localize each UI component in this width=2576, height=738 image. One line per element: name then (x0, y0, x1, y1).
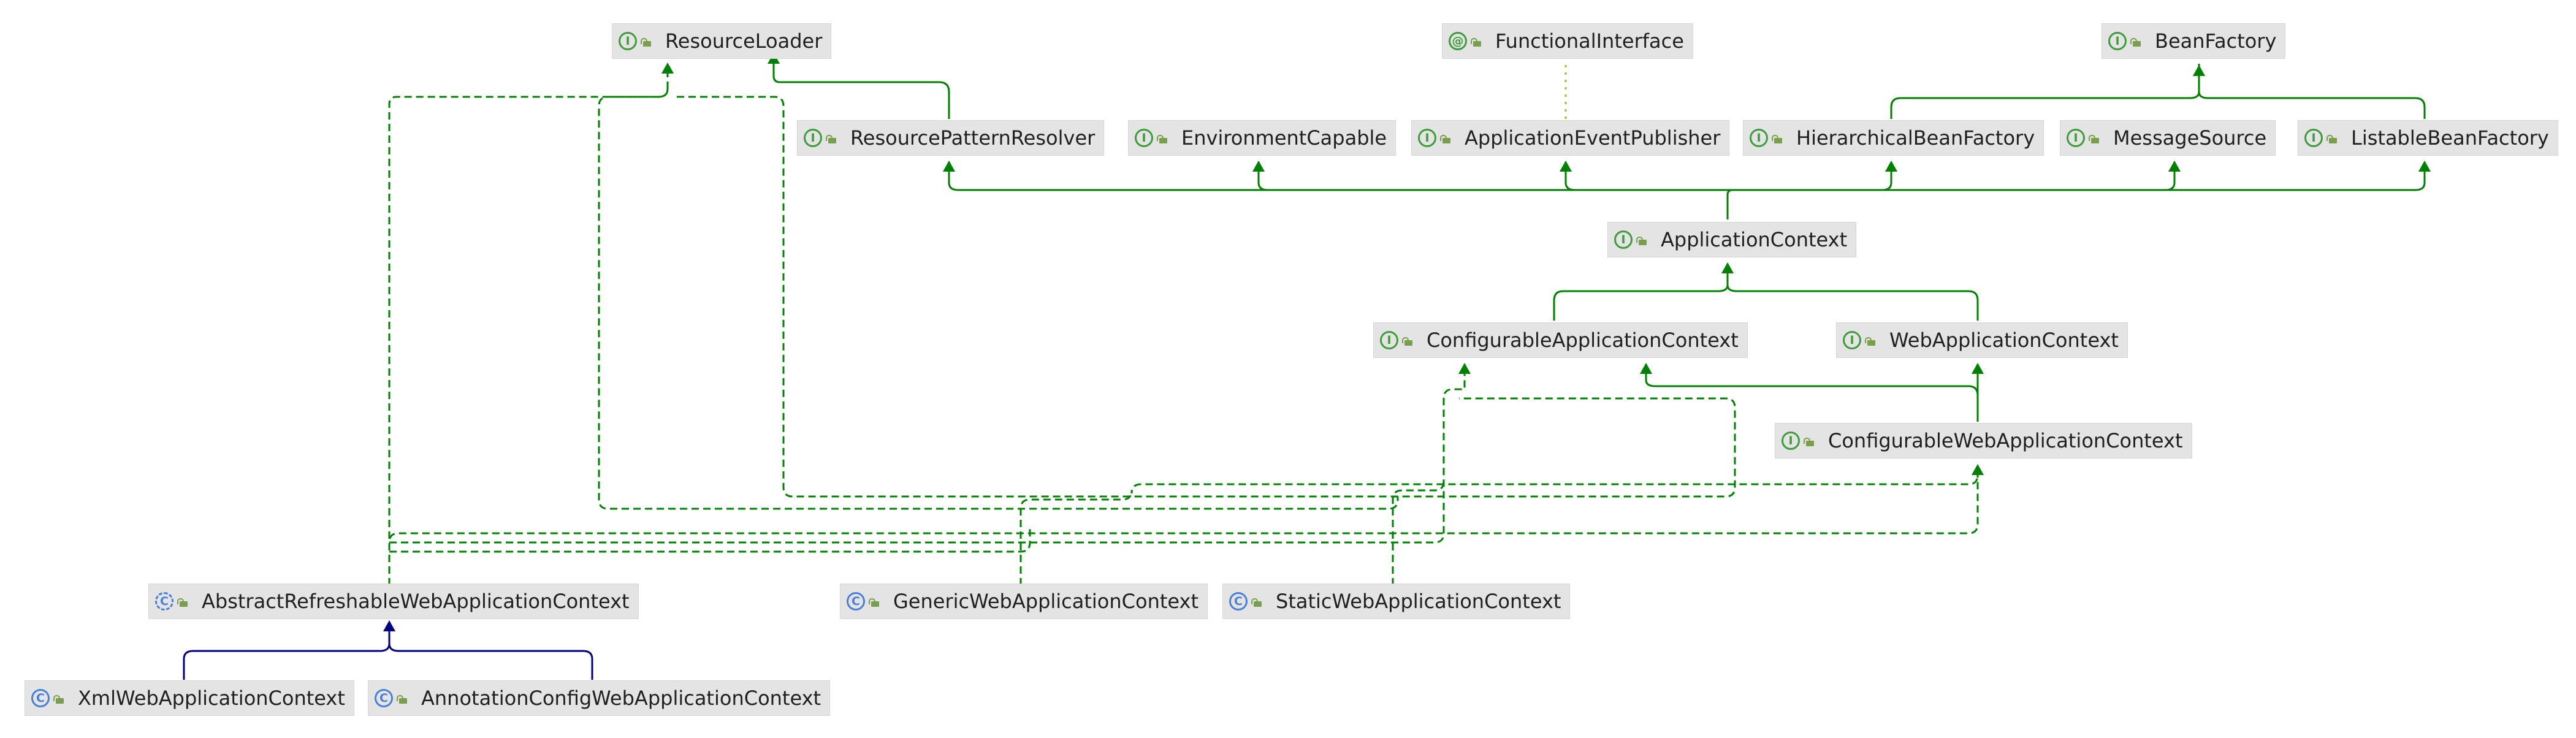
edge-generic-to-cwac (1019, 474, 1979, 585)
node-xml-web-application-context[interactable]: C XmlWebApplicationContext (25, 680, 354, 716)
node-application-event-publisher[interactable]: I ApplicationEventPublisher (1411, 120, 1730, 156)
node-listable-bean-factory[interactable]: I ListableBeanFactory (2298, 120, 2558, 156)
public-access-icon (2089, 133, 2100, 143)
node-label: BeanFactory (2155, 29, 2277, 53)
edge-ac-to-hbf (1728, 162, 1892, 191)
edge-cwac-to-cac (1645, 364, 1979, 398)
interface-icon: I (1843, 331, 1861, 349)
node-hierarchical-bean-factory[interactable]: I HierarchicalBeanFactory (1743, 120, 2044, 156)
interface-icon: I (1750, 129, 1768, 147)
public-access-icon (177, 596, 188, 607)
interface-icon: I (1781, 432, 1800, 450)
interface-icon: I (1418, 129, 1436, 147)
node-label: XmlWebApplicationContext (78, 687, 345, 710)
edge-hbf-to-bean-factory (1890, 64, 2200, 119)
node-bean-factory[interactable]: I BeanFactory (2102, 23, 2286, 59)
node-label: FunctionalInterface (1495, 29, 1684, 53)
node-label: GenericWebApplicationContext (893, 590, 1199, 613)
node-resource-pattern-resolver[interactable]: I ResourcePatternResolver (797, 120, 1105, 156)
node-label: ApplicationEventPublisher (1465, 126, 1721, 150)
node-abstract-refreshable-web-application-context[interactable]: C AbstractRefreshableWebApplicationConte… (148, 584, 639, 619)
edge-cac-to-ac (1553, 264, 1729, 321)
edge-rpr-to-resource-loader (772, 64, 950, 119)
edge-arwac-to-cwac (388, 475, 1979, 585)
node-generic-web-application-context[interactable]: C GenericWebApplicationContext (840, 584, 1208, 619)
edge-annotation-config-to-arwac (388, 643, 593, 680)
edge-static-to-cac-2 (389, 374, 1466, 544)
edge-loop-right (677, 96, 1736, 498)
interface-icon: I (804, 129, 822, 147)
annotation-icon: @ (1449, 32, 1467, 50)
edge-ac-to-env (1257, 162, 1728, 191)
edge-ac-to-lbf (1728, 162, 2426, 191)
node-web-application-context[interactable]: I WebApplicationContext (1836, 322, 2128, 358)
node-label: EnvironmentCapable (1181, 126, 1387, 150)
public-access-icon (53, 693, 64, 704)
public-access-icon (1772, 133, 1783, 143)
edge-ac-to-rpr (948, 162, 1728, 191)
public-access-icon (1251, 596, 1262, 607)
public-access-icon (1865, 335, 1876, 346)
public-access-icon (1804, 436, 1815, 446)
edge-wac-to-ac (1726, 284, 1979, 321)
public-access-icon (869, 596, 880, 607)
node-resource-loader[interactable]: I ResourceLoader (612, 23, 832, 59)
node-functional-interface[interactable]: @ FunctionalInterface (1442, 23, 1693, 59)
node-label: ResourceLoader (665, 29, 823, 53)
node-label: StaticWebApplicationContext (1276, 590, 1561, 613)
interface-icon: I (2067, 129, 2085, 147)
node-label: ListableBeanFactory (2351, 126, 2549, 150)
node-label: AnnotationConfigWebApplicationContext (421, 687, 821, 710)
edge-ac-to-aep (1564, 162, 1728, 191)
node-label: WebApplicationContext (1889, 329, 2119, 352)
public-access-icon (826, 133, 837, 143)
public-access-icon (1636, 235, 1647, 245)
class-icon: C (1229, 592, 1248, 611)
node-configurable-web-application-context[interactable]: I ConfigurableWebApplicationContext (1775, 423, 2192, 458)
public-access-icon (641, 36, 652, 47)
edge-ac-trunk (1726, 189, 1733, 219)
public-access-icon (2326, 133, 2338, 143)
edge-xml-to-arwac (183, 628, 391, 680)
edge-arwac-to-resource-loader (388, 74, 669, 585)
public-access-icon (1440, 133, 1451, 143)
node-label: MessageSource (2113, 126, 2267, 150)
class-icon: C (847, 592, 865, 611)
node-label: ConfigurableApplicationContext (1427, 329, 1739, 352)
public-access-icon (2130, 36, 2141, 47)
edge-loop-left (598, 88, 1399, 510)
edge-static-to-cac (1392, 481, 1445, 585)
node-label: ApplicationContext (1661, 228, 1848, 251)
class-icon: C (375, 689, 393, 707)
abstract-class-icon: C (155, 592, 173, 611)
node-label: ConfigurableWebApplicationContext (1828, 429, 2183, 452)
public-access-icon (397, 693, 408, 704)
interface-icon: I (2108, 32, 2127, 50)
node-environment-capable[interactable]: I EnvironmentCapable (1128, 120, 1397, 156)
edge-lbf-to-bean-factory (2198, 91, 2426, 119)
node-annotation-config-web-application-context[interactable]: C AnnotationConfigWebApplicationContext (368, 680, 831, 716)
node-label: HierarchicalBeanFactory (1796, 126, 2035, 150)
node-label: AbstractRefreshableWebApplicationContext (202, 590, 630, 613)
interface-icon: I (1380, 331, 1398, 349)
interface-icon: I (1135, 129, 1153, 147)
node-message-source[interactable]: I MessageSource (2060, 120, 2276, 156)
interface-icon: I (1614, 230, 1633, 249)
node-static-web-application-context[interactable]: C StaticWebApplicationContext (1222, 584, 1571, 619)
edge-ac-to-ms (1728, 162, 2176, 191)
public-access-icon (1402, 335, 1413, 346)
interface-icon: I (2304, 129, 2323, 147)
class-icon: C (31, 689, 50, 707)
public-access-icon (1471, 36, 1482, 47)
edge-arwac-to-cwac-2 (389, 527, 1031, 553)
node-application-context[interactable]: I ApplicationContext (1607, 222, 1857, 257)
node-label: ResourcePatternResolver (850, 126, 1096, 150)
public-access-icon (1157, 133, 1168, 143)
interface-icon: I (619, 32, 637, 50)
node-configurable-application-context[interactable]: I ConfigurableApplicationContext (1373, 322, 1748, 358)
